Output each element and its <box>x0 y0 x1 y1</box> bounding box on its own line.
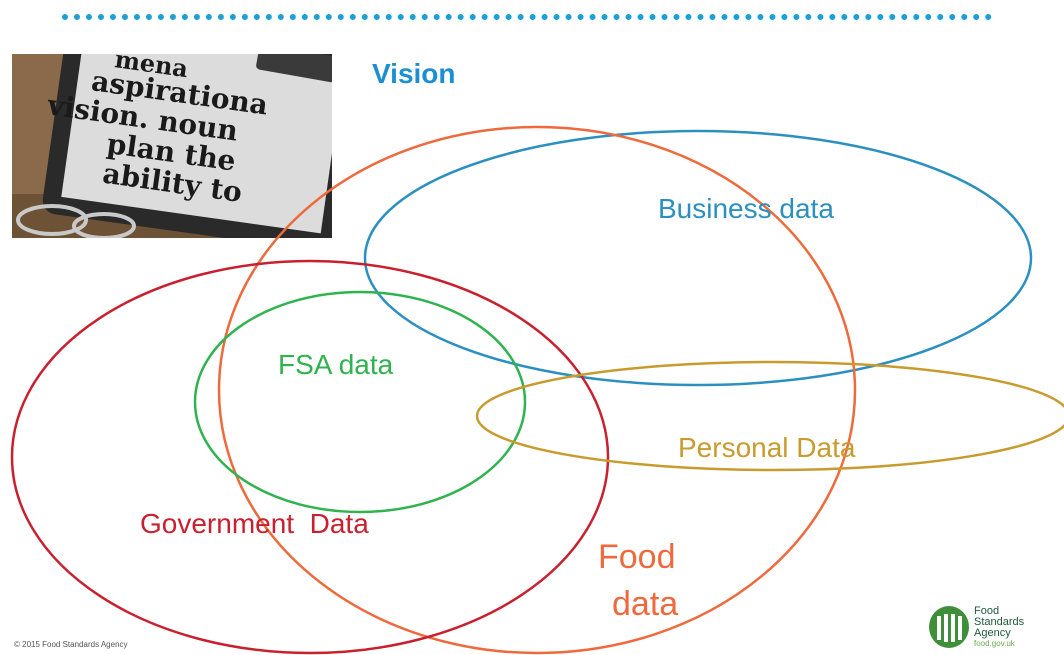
logo-line-2: Standards <box>974 616 1025 628</box>
fsa-data-label: FSA data <box>278 349 394 380</box>
dotted-header-rule <box>62 14 992 20</box>
fsa-data-ellipse <box>193 290 527 514</box>
logo-url: food.gov.uk <box>974 639 1015 648</box>
logo-line-3: Agency <box>974 627 1011 639</box>
food-data-label-line-2: data <box>612 585 678 623</box>
vision-dictionary-photo: mena aspirationa vision. noun plan the a… <box>12 54 332 238</box>
personal-data-label: Personal Data <box>678 432 856 463</box>
personal-data-ellipse <box>475 360 1064 472</box>
food-data-ellipse <box>217 125 857 655</box>
business-data-label: Business data <box>658 193 834 224</box>
government-data-label: Government Data <box>140 508 369 539</box>
business-data-ellipse <box>363 129 1033 387</box>
food-data-label-line-1: Food <box>598 538 676 576</box>
logo-line-1: Food <box>974 605 1000 617</box>
copyright-notice: © 2015 Food Standards Agency <box>14 640 128 649</box>
food-standards-agency-logo: Food Standards Agency food.gov.uk <box>928 604 1058 652</box>
slide-title: Vision <box>372 58 456 89</box>
fsa-logo-icon <box>929 606 969 648</box>
government-data-ellipse <box>10 259 610 655</box>
logo-wordmark: Food Standards Agency food.gov.uk <box>974 606 1024 649</box>
